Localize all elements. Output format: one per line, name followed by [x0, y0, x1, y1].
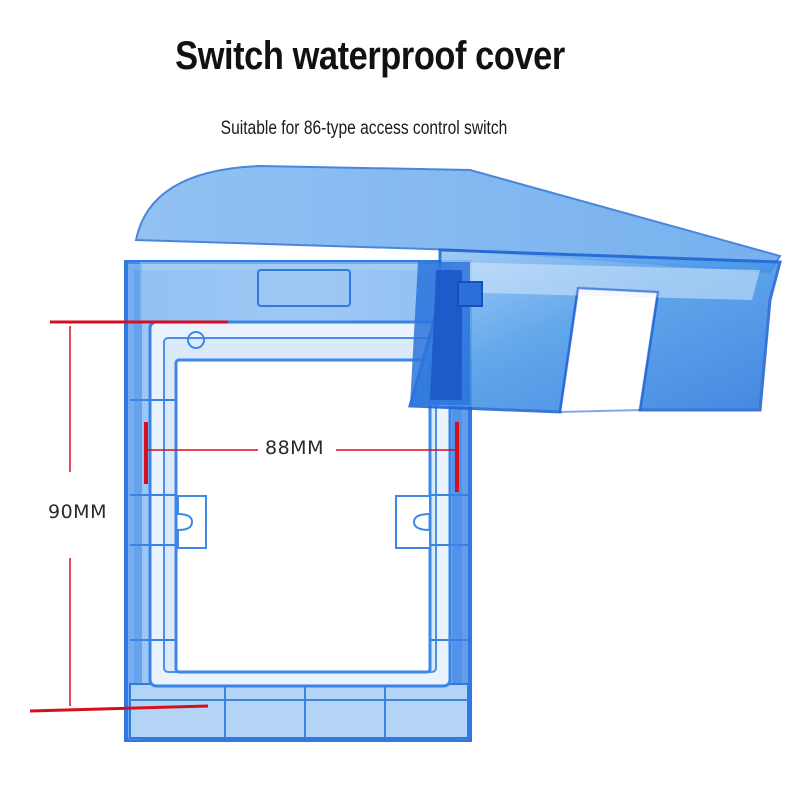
- product-subtitle: Suitable for 86-type access control swit…: [220, 118, 508, 139]
- hinged-lid: [134, 164, 782, 414]
- height-bottom-reference-line: [29, 704, 209, 713]
- width-dimension-label: 88MM: [265, 437, 324, 459]
- product-title: Switch waterproof cover: [175, 34, 565, 78]
- height-dimension-label: 90MM: [46, 501, 109, 523]
- dimension-lines: [29, 320, 459, 713]
